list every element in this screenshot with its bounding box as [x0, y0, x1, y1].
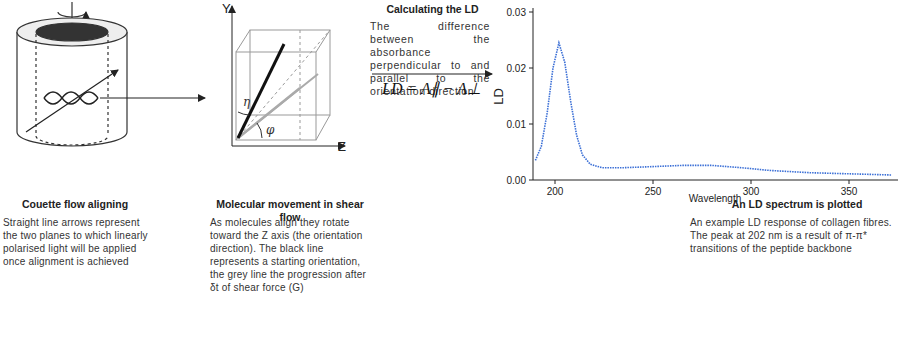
shear-frame	[232, 6, 345, 146]
x-tick: 200	[547, 185, 564, 198]
y-tick: 0.01	[507, 118, 526, 131]
axis-title: LD	[492, 88, 505, 105]
y-tick: 0.03	[507, 6, 526, 19]
axis-label: Y	[222, 2, 231, 15]
caption-body: As molecules align they rotate toward th…	[210, 216, 372, 294]
caption-body: An example LD response of collagen fibre…	[690, 216, 904, 255]
section-heading: Calculating the LD	[370, 3, 495, 16]
caption-body: Straight line arrows represent the two p…	[3, 216, 148, 268]
y-tick: 0.00	[507, 174, 526, 187]
angle-label: φ	[266, 124, 274, 137]
x-tick: 250	[645, 185, 662, 198]
x-tick: 350	[841, 185, 858, 198]
angle-label: η	[243, 96, 250, 109]
caption-heading: Couette flow aligning	[5, 198, 145, 211]
couette-cell	[17, 2, 205, 146]
ld-spectrum	[535, 43, 892, 175]
caption-heading: An LD spectrum is plotted	[688, 198, 906, 211]
y-tick: 0.02	[507, 62, 526, 75]
chart-axes	[529, 8, 898, 184]
x-tick: 300	[743, 185, 760, 198]
axis-label: Z	[338, 140, 346, 153]
ld-formula: LD = A∥ − A⊥	[382, 82, 481, 95]
